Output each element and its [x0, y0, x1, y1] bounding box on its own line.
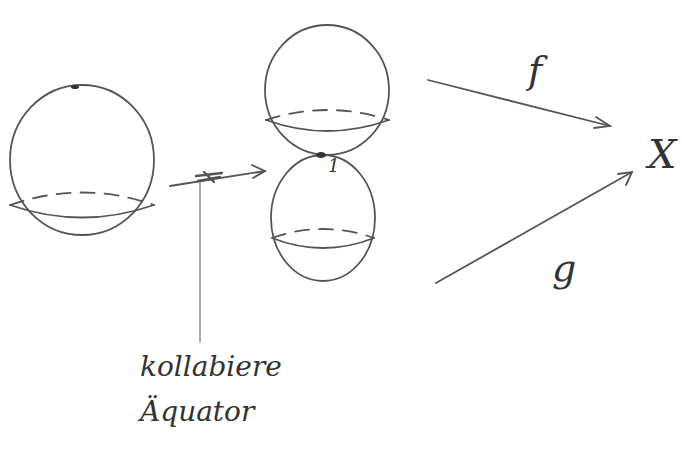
equator: [272, 238, 374, 248]
map-arrow: [436, 172, 632, 283]
equator: [266, 120, 389, 131]
leader-line: [200, 182, 201, 342]
map-name: g: [552, 238, 576, 299]
space-name: X: [648, 122, 676, 186]
note: kollabiere Äquator: [140, 345, 305, 435]
equator: [10, 205, 154, 218]
equator-back: [272, 229, 374, 238]
point: [316, 152, 326, 158]
sphere: [271, 155, 375, 281]
map-name: f: [528, 40, 542, 101]
arrow-head: [252, 165, 265, 178]
map-arrow: [170, 171, 265, 186]
arrow-head: [594, 117, 610, 128]
point-label: 1: [328, 152, 339, 181]
map-arrow: [428, 80, 610, 126]
sphere: [265, 25, 389, 155]
equator-back: [266, 110, 389, 120]
equator-back: [10, 193, 154, 206]
point: [71, 85, 79, 89]
arrow-head: [618, 172, 632, 185]
scribble: [196, 172, 222, 182]
sphere: [10, 85, 154, 235]
